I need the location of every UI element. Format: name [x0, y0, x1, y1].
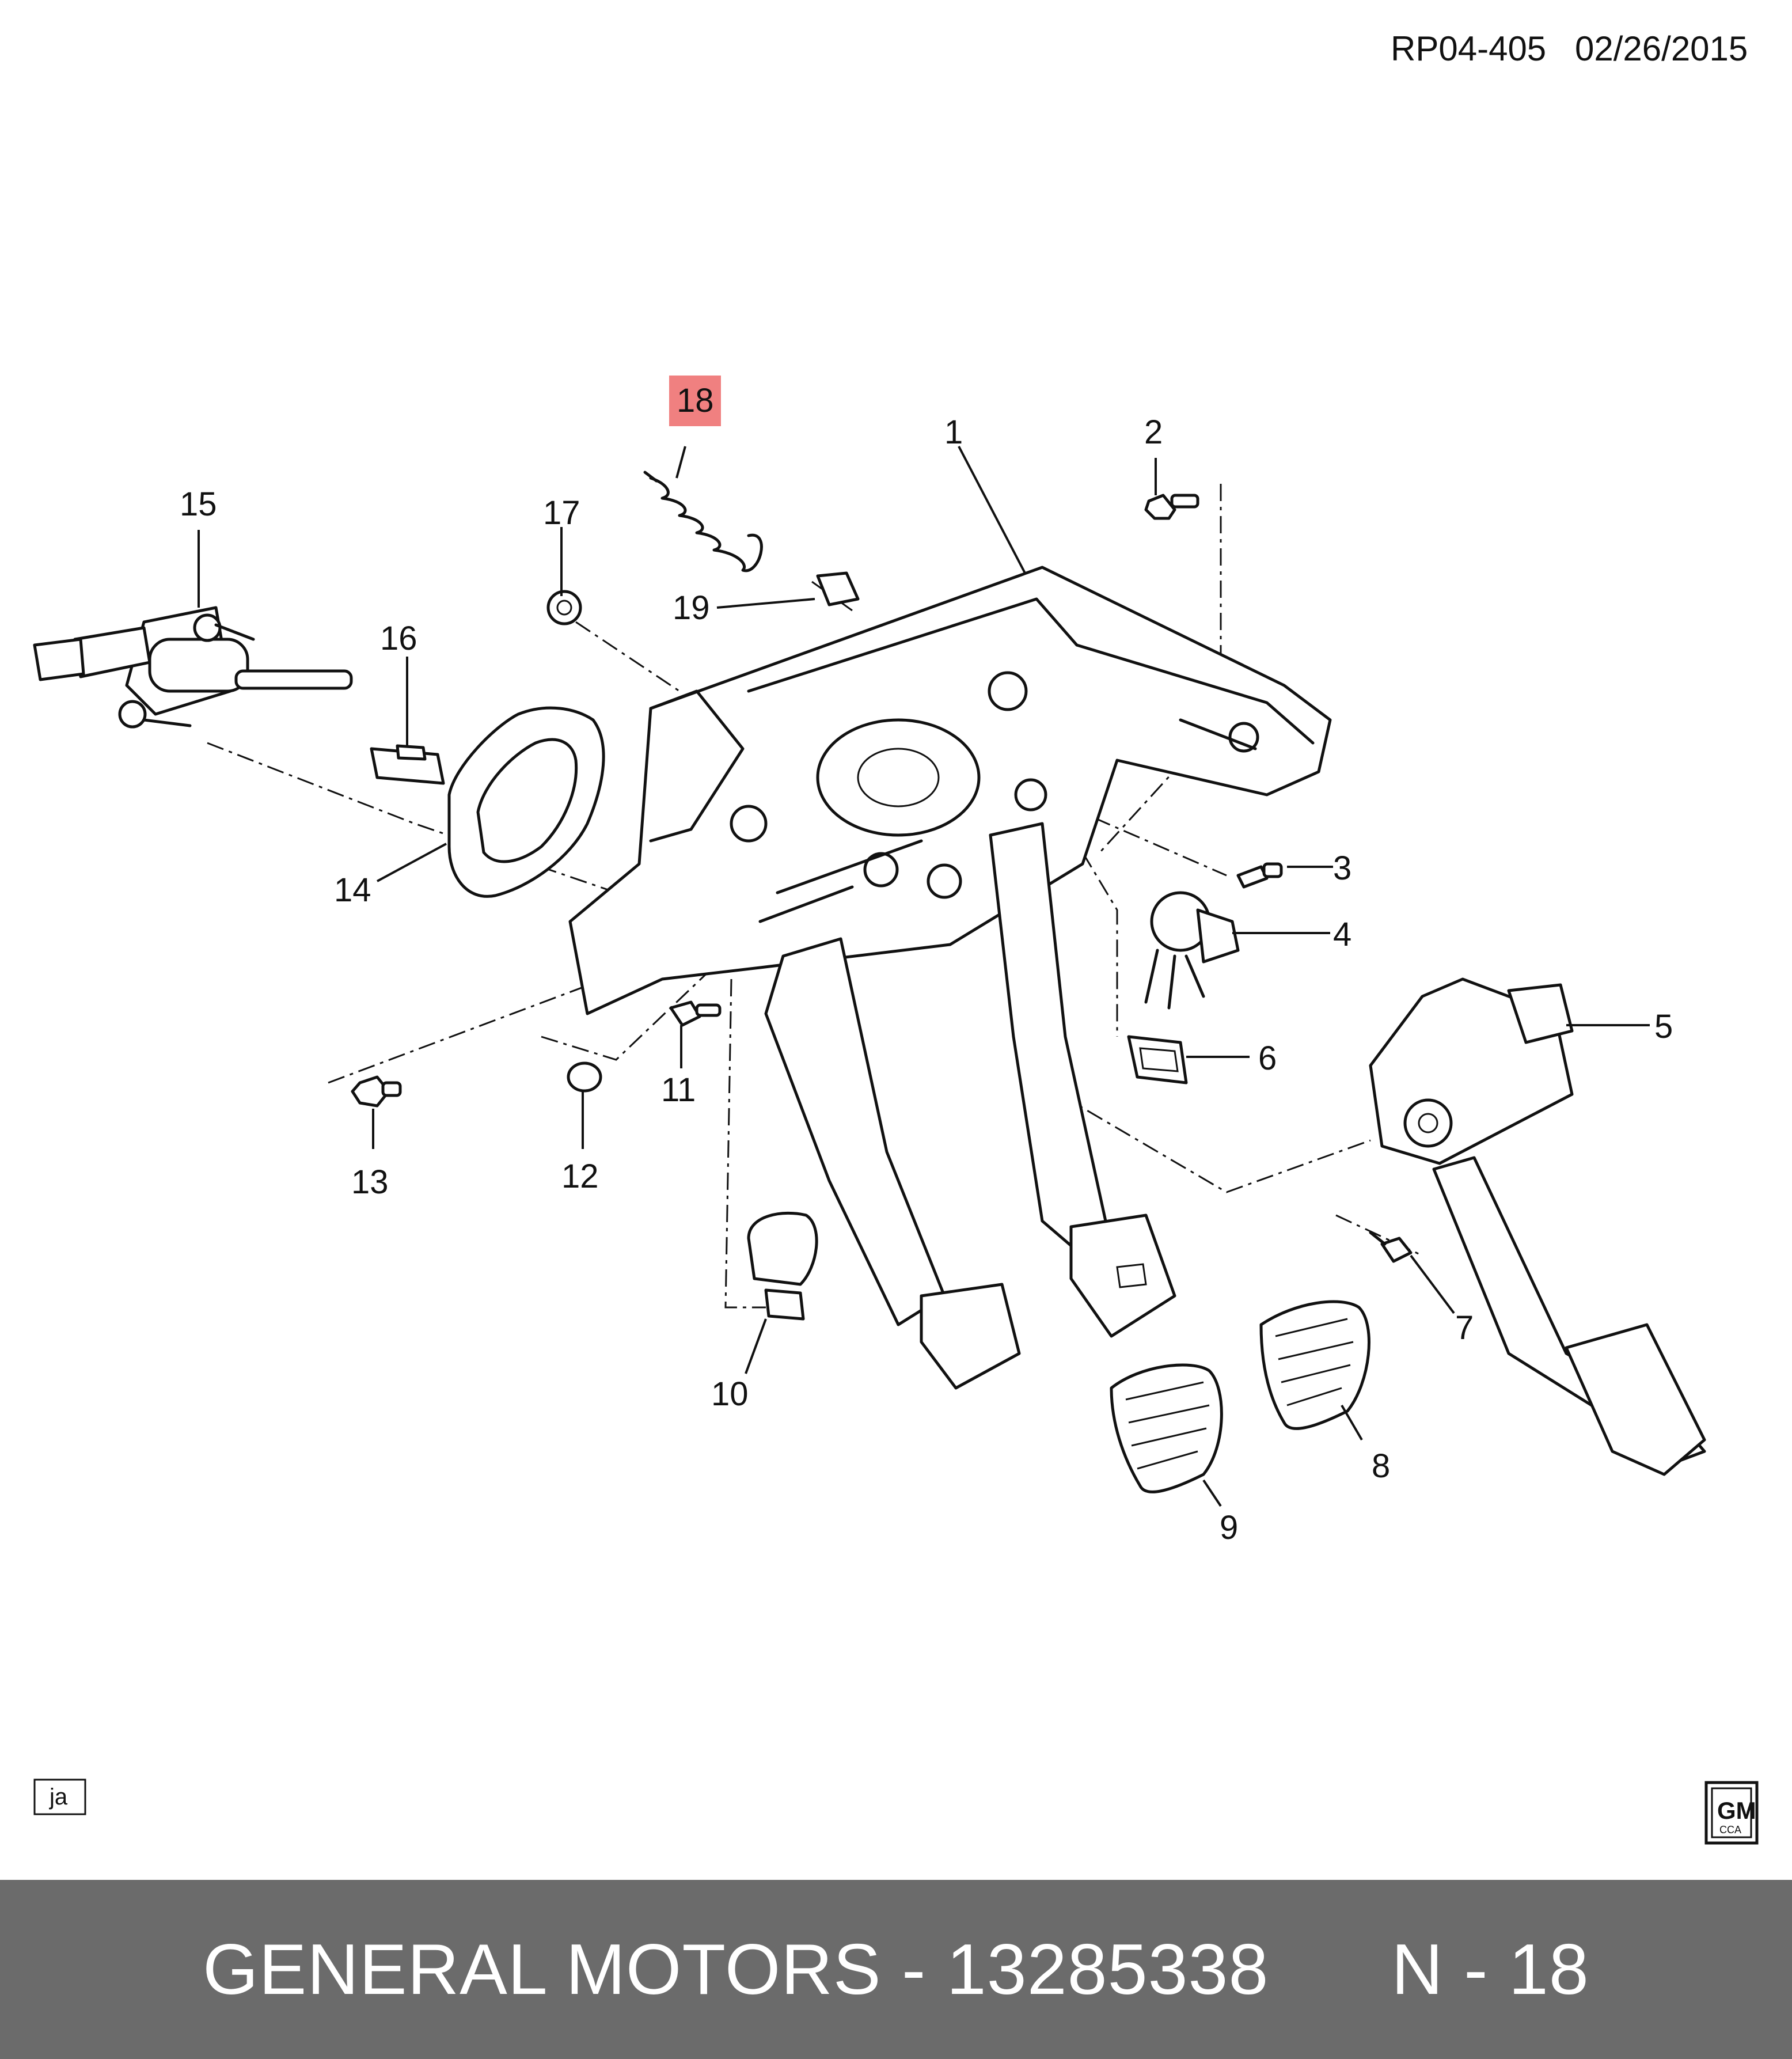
footer-bar: GENERAL MOTORS - 13285338 N - 18	[0, 1880, 1792, 2059]
nut-17	[546, 590, 582, 625]
pedal-bracket-assembly	[568, 566, 1332, 1390]
clutch-switch	[370, 744, 445, 785]
gm-logo: GM CCA	[1704, 1781, 1759, 1845]
spring-clip	[816, 571, 860, 606]
footer-suffix: N - 18	[1391, 1929, 1589, 2009]
footer-separator	[882, 1929, 902, 2011]
exploded-parts-diagram: RP04-405 02/26/2015	[33, 29, 1759, 1845]
accelerator-pedal-module	[1369, 977, 1706, 1476]
footer-gap	[1269, 1929, 1391, 2011]
footer-part-number: 13285338	[946, 1929, 1269, 2009]
clutch-master-cylinder	[33, 606, 353, 729]
callout-13: 13	[351, 1163, 389, 1201]
callout-14: 14	[334, 871, 371, 909]
bolt-2	[1144, 494, 1199, 520]
gm-logo-text: GM	[1717, 1797, 1756, 1824]
language-tag-text: ja	[49, 1784, 68, 1810]
diagram-date: 02/26/2015	[1575, 29, 1748, 68]
screw-3	[1236, 862, 1283, 889]
callout-2: 2	[1144, 414, 1163, 451]
callout-6: 6	[1258, 1040, 1277, 1077]
language-tag: ja	[33, 1779, 86, 1815]
dash-seal-gasket	[447, 706, 605, 898]
footer-brand: GENERAL MOTORS	[203, 1929, 882, 2009]
callout-8: 8	[1372, 1447, 1390, 1485]
switch-10	[747, 1211, 818, 1321]
callout-17: 17	[543, 494, 580, 532]
callout-16: 16	[380, 620, 417, 657]
bolt-7	[1369, 1231, 1413, 1263]
leader-lines	[198, 446, 1650, 1507]
position-sensor-4	[1144, 891, 1240, 1010]
nut-13	[351, 1075, 402, 1108]
plug-cap-12	[567, 1061, 602, 1093]
footer-separator-2	[926, 1929, 946, 2011]
pedal-pad-8	[1259, 1300, 1370, 1430]
callout-19: 19	[673, 589, 710, 627]
callout-3: 3	[1333, 850, 1351, 887]
footer-dash: -	[902, 1929, 927, 2009]
bolt-11	[669, 1000, 722, 1027]
callout-labels: 1 2 3 4 5 6 7 8 9 10 11 12 13 14 15 16 1…	[180, 376, 1673, 1546]
callout-9: 9	[1220, 1509, 1238, 1546]
callout-5: 5	[1654, 1008, 1673, 1045]
return-spring	[643, 471, 763, 572]
callout-12: 12	[561, 1158, 599, 1195]
callout-10: 10	[711, 1375, 749, 1413]
connector-6	[1127, 1035, 1188, 1085]
callout-18: 18	[677, 382, 714, 419]
callout-7: 7	[1455, 1309, 1474, 1347]
callout-1: 1	[944, 414, 963, 451]
callout-18-highlight	[669, 376, 721, 426]
callout-4: 4	[1333, 916, 1351, 953]
pedal-pad-9	[1110, 1363, 1223, 1493]
diagram-reference: RP04-405	[1391, 29, 1546, 68]
callout-11: 11	[661, 1071, 696, 1109]
gm-logo-subtext: CCA	[1719, 1824, 1741, 1836]
callout-15: 15	[180, 486, 217, 523]
